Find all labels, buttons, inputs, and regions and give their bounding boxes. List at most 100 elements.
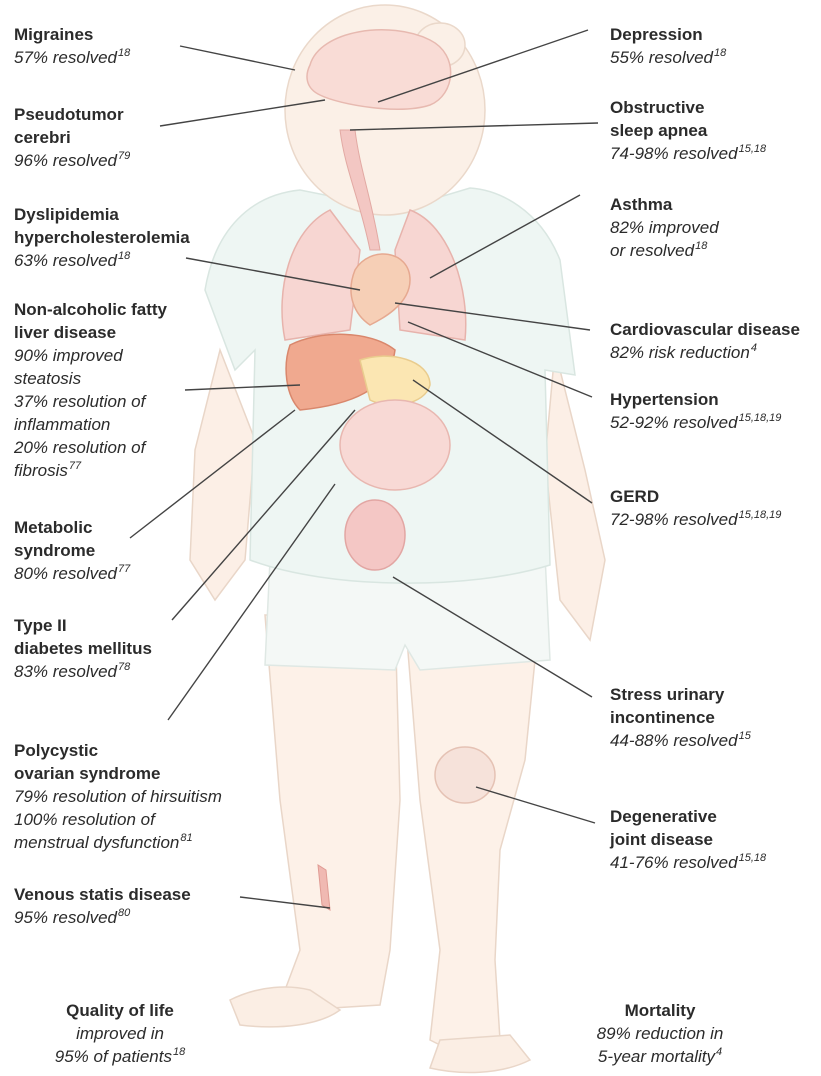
condition-title: Obstructive sleep apnea (610, 96, 766, 142)
condition-title: Polycystic ovarian syndrome (14, 739, 222, 785)
reference-number: 15 (739, 730, 751, 742)
reference-number: 15,18,19 (739, 412, 782, 424)
outcome-text: 55% resolved (610, 48, 713, 67)
outcome-text: or resolved (610, 241, 694, 260)
outcome-text: 44-88% resolved (610, 731, 738, 750)
outcome-line: 44-88% resolved15 (610, 729, 751, 752)
outcome-text: 100% resolution of (14, 810, 155, 829)
outcome-text: 95% of patients (55, 1047, 172, 1066)
label-asthma: Asthma 82% improved or resolved18 (610, 193, 719, 262)
reference-number: 15,18 (739, 852, 767, 864)
outcome-text: 82% risk reduction (610, 343, 750, 362)
label-qol: Quality of life improved in 95% of patient… (30, 999, 210, 1068)
label-nafld: Non-alcoholic fatty liver disease 90% imp… (14, 298, 167, 482)
condition-title: Pseudotumor cerebri (14, 103, 130, 149)
reference-number: 18 (695, 240, 707, 252)
knee-joint (435, 747, 495, 803)
outcome-text: inflammation (14, 415, 110, 434)
left-leg (265, 615, 400, 1010)
label-depression: Depression55% resolved18 (610, 23, 726, 69)
outcome-line: 63% resolved18 (14, 249, 190, 272)
outcome-line: 57% resolved18 (14, 46, 130, 69)
outcome-line: 83% resolved78 (14, 660, 152, 683)
outcome-text: 89% reduction in (597, 1024, 724, 1043)
reference-number: 78 (118, 661, 130, 673)
outcome-line: 5-year mortality4 (570, 1045, 750, 1068)
outcome-text: 82% improved (610, 218, 719, 237)
outcome-line: 82% risk reduction4 (610, 341, 800, 364)
outcome-text: 83% resolved (14, 662, 117, 681)
outcome-text: 37% resolution of (14, 392, 145, 411)
outcome-text: 52-92% resolved (610, 413, 738, 432)
bladder (345, 500, 405, 570)
intestines (340, 400, 450, 490)
outcome-line: 96% resolved79 (14, 149, 130, 172)
outcome-text: menstrual dysfunction (14, 833, 179, 852)
reference-number: 18 (118, 250, 130, 262)
outcome-text: 95% resolved (14, 908, 117, 927)
reference-number: 18 (173, 1046, 185, 1058)
condition-title: Non-alcoholic fatty liver disease (14, 298, 167, 344)
outcome-line: 52-92% resolved15,18,19 (610, 411, 781, 434)
reference-number: 79 (118, 150, 130, 162)
outcome-text: 90% improved (14, 346, 123, 365)
condition-title: Hypertension (610, 388, 781, 411)
outcome-line: 72-98% resolved15,18,19 (610, 508, 781, 531)
outcome-line: or resolved18 (610, 239, 719, 262)
outcome-line: inflammation (14, 413, 167, 436)
outcome-line: 55% resolved18 (610, 46, 726, 69)
outcome-line: 79% resolution of hirsuitism (14, 785, 222, 808)
reference-number: 80 (118, 907, 130, 919)
outcome-text: 63% resolved (14, 251, 117, 270)
outcome-line: 95% of patients18 (30, 1045, 210, 1068)
reference-number: 15,18,19 (739, 509, 782, 521)
outcome-line: steatosis (14, 367, 167, 390)
condition-title: Type II diabetes mellitus (14, 614, 152, 660)
outcome-line: 41-76% resolved15,18 (610, 851, 766, 874)
outcome-text: 80% resolved (14, 564, 117, 583)
outcome-text: 57% resolved (14, 48, 117, 67)
right-leg (405, 610, 540, 1060)
right-arm (545, 350, 605, 640)
condition-title: Stress urinary incontinence (610, 683, 751, 729)
reference-number: 18 (714, 47, 726, 59)
outcome-line: menstrual dysfunction81 (14, 831, 222, 854)
outcome-line: 37% resolution of (14, 390, 167, 413)
outcome-text: 5-year mortality (598, 1047, 715, 1066)
condition-title: Degenerative joint disease (610, 805, 766, 851)
outcome-text: 96% resolved (14, 151, 117, 170)
condition-title: Dyslipidemia hypercholesterolemia (14, 203, 190, 249)
condition-title: Cardiovascular disease (610, 318, 800, 341)
outcome-text: improved in (76, 1024, 164, 1043)
outcome-text: steatosis (14, 369, 81, 388)
condition-title: Venous statis disease (14, 883, 191, 906)
outcome-line: fibrosis77 (14, 459, 167, 482)
outcome-line: improved in (30, 1022, 210, 1045)
outcome-line: 100% resolution of (14, 808, 222, 831)
condition-title: Depression (610, 23, 726, 46)
outcome-text: fibrosis (14, 461, 68, 480)
condition-title: Migraines (14, 23, 130, 46)
outcome-line: 20% resolution of (14, 436, 167, 459)
outcome-text: 74-98% resolved (610, 144, 738, 163)
outcome-line: 80% resolved77 (14, 562, 130, 585)
reference-number: 4 (716, 1046, 722, 1058)
reference-number: 18 (118, 47, 130, 59)
condition-title: Asthma (610, 193, 719, 216)
label-venous: Venous statis disease 95% resolved80 (14, 883, 191, 929)
outcome-text: 20% resolution of (14, 438, 145, 457)
condition-title: Quality of life (30, 999, 210, 1022)
condition-title: GERD (610, 485, 781, 508)
outcome-line: 82% improved (610, 216, 719, 239)
outcome-line: 74-98% resolved15,18 (610, 142, 766, 165)
reference-number: 77 (118, 563, 130, 575)
